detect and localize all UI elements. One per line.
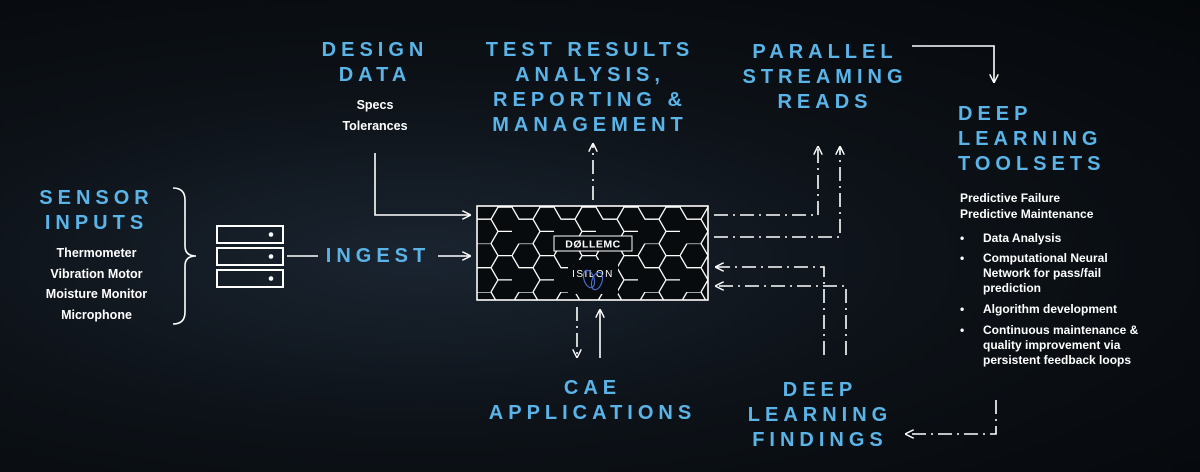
dell-emc-logo-box <box>553 235 633 252</box>
storage-to-streaming-arrow-2 <box>714 147 840 238</box>
findings-to-storage-arrow-2 <box>716 286 847 355</box>
toolsets-bullet-item: • Data Analysis <box>960 231 1062 245</box>
ingest-label: INGEST <box>325 245 431 267</box>
sensor-inputs-list: Thermometer Vibration Motor Moisture Mon… <box>24 243 169 325</box>
sensor-inputs-heading: SENSOR INPUTS <box>39 187 154 234</box>
toolsets-bullet-item: • Computational Neural Network for pass/… <box>960 251 1108 295</box>
parallel-streaming-heading: PARALLEL STREAMING READS <box>742 41 908 113</box>
toolsets-to-findings-arrow <box>906 400 997 434</box>
toolsets-bullet-list: • Data Analysis • Computational Neural N… <box>960 231 1180 373</box>
toolsets-intro: Predictive Failure Predictive Maintenanc… <box>960 190 1093 222</box>
streaming-to-toolsets-arrow <box>912 45 994 82</box>
storage-to-streaming-arrow-1 <box>714 147 818 216</box>
bullet-icon: • <box>960 231 965 245</box>
design-data-list: Specs Tolerances <box>310 95 440 136</box>
toolsets-intro-line: Predictive Failure <box>960 191 1061 205</box>
toolsets-bullet-item: • Continuous maintenance & quality impro… <box>960 323 1139 367</box>
design-item: Tolerances <box>342 118 408 133</box>
findings-to-storage-arrow-1 <box>716 267 825 355</box>
test-results-heading: TEST RESULTS ANALYSIS, REPORTING & MANAG… <box>485 39 695 136</box>
sensor-brace <box>172 187 197 325</box>
deep-learning-findings-heading: DEEP LEARNING FINDINGS <box>747 379 893 451</box>
toolsets-bullet-item: • Algorithm development <box>960 302 1118 316</box>
dell-emc-logo: DØLLEMC <box>565 239 620 251</box>
cae-applications-heading: CAE APPLICATIONS <box>488 377 697 424</box>
design-to-storage-arrow <box>374 153 470 215</box>
bullet-icon: • <box>960 251 965 265</box>
design-data-heading: DESIGN DATA <box>321 39 429 86</box>
bullet-icon: • <box>960 323 965 337</box>
bullet-icon: • <box>960 302 965 316</box>
isilon-storage-appliance: DØLLEMC ISILON <box>476 205 709 301</box>
isilon-logo-icon <box>582 269 604 291</box>
sensor-item: Microphone <box>61 307 132 322</box>
design-item: Specs <box>356 98 394 112</box>
toolsets-intro-line: Predictive Maintenance <box>960 207 1094 221</box>
sensor-item: Vibration Motor <box>50 266 143 281</box>
sensor-item: Thermometer <box>56 246 137 260</box>
server-stack-icon <box>216 225 284 288</box>
sensor-item: Moisture Monitor <box>45 287 148 301</box>
deep-learning-toolsets-heading: DEEP LEARNING TOOLSETS <box>958 103 1106 175</box>
